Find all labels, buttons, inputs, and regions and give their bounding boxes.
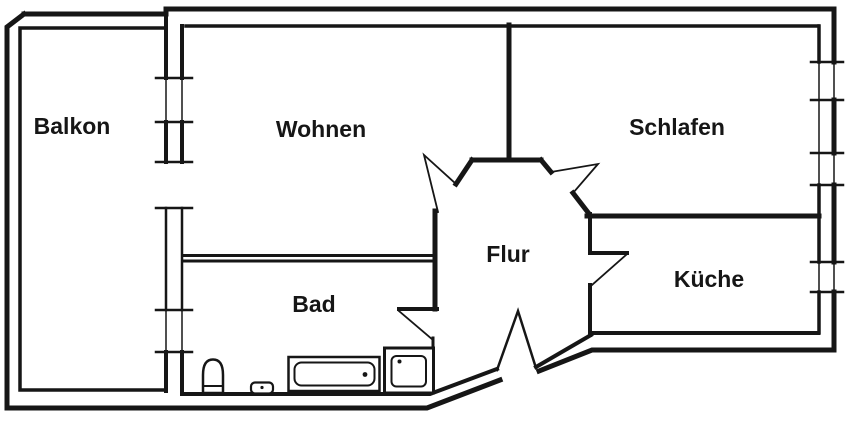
interior-walls (182, 22, 822, 337)
door-swing-bad (397, 309, 435, 342)
inner-perimeter (18, 24, 820, 396)
wall-flur-corner-right (537, 156, 555, 176)
room-label-bad: Bad (292, 291, 335, 317)
room-labels: Balkon Wohnen Schlafen Flur Bad Küche (34, 113, 744, 317)
bidet-drain (260, 385, 264, 390)
door-swing-kueche (590, 253, 628, 287)
toilet-icon (201, 358, 225, 395)
washbasin-drain (397, 359, 402, 364)
wall-flur-corner-left (452, 156, 476, 188)
window-ticks-left (154, 76, 194, 354)
left-window-wall (154, 10, 194, 396)
doors (397, 152, 629, 372)
window-ticks-right (809, 60, 845, 294)
outer-wall-left-bottom (4, 10, 504, 411)
wall-flur-to-kitchen (569, 189, 594, 219)
balcony-inner-wall (18, 26, 165, 392)
outer-wall-bottom-right (535, 347, 837, 375)
entrance-inner-slant (533, 332, 594, 370)
washbasin-bowl (390, 355, 427, 388)
room-label-kueche: Küche (674, 266, 744, 292)
bidet-icon (249, 381, 275, 395)
bathtub-drain (362, 372, 368, 377)
door-swing-schlafen (549, 162, 601, 195)
bathroom-fixtures (201, 346, 435, 395)
right-window-wall (809, 6, 845, 353)
room-label-schlafen: Schlafen (629, 114, 725, 140)
door-swing-wohnen (422, 152, 458, 214)
room-label-flur: Flur (486, 241, 529, 267)
room-label-balkon: Balkon (34, 113, 111, 139)
bathtub-inner (293, 361, 376, 387)
outer-wall-top (21, 6, 837, 17)
bathtub-icon (287, 355, 381, 393)
toilet-bowl (201, 358, 225, 395)
washbasin-icon (383, 346, 435, 395)
door-swing-entrance (495, 307, 538, 372)
room-label-wohnen: Wohnen (276, 116, 366, 142)
